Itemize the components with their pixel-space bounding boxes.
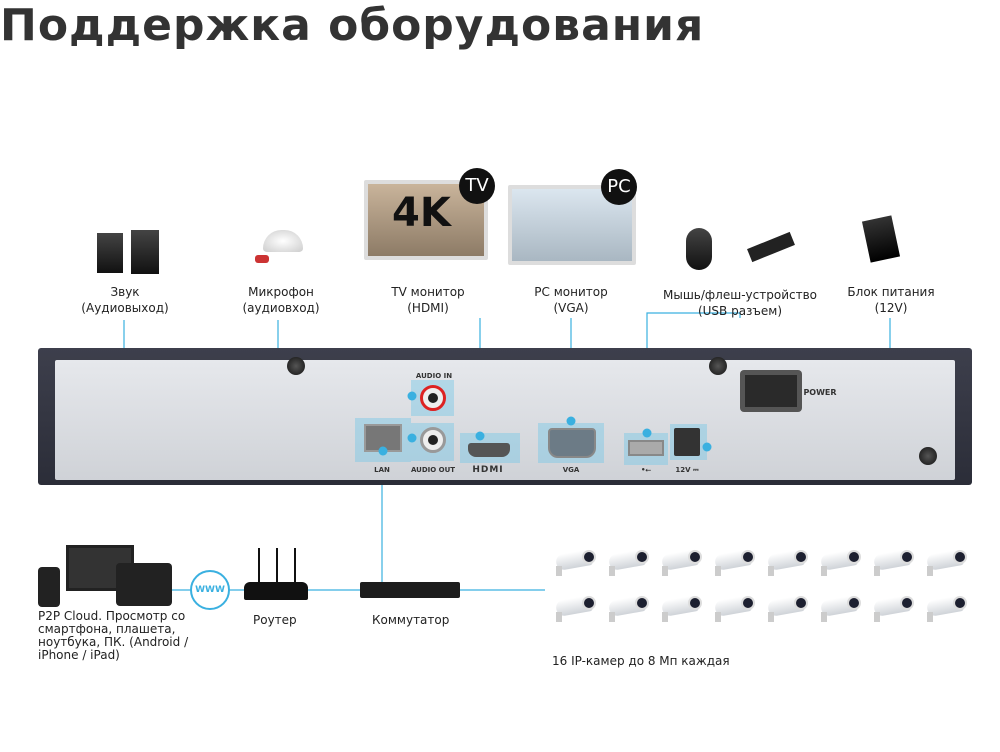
ip-camera-icon — [870, 548, 914, 576]
ip-camera-icon — [552, 548, 596, 576]
lan-label: LAN — [374, 466, 390, 474]
hdmi-label: HDMI — [472, 465, 504, 475]
tv-badge: TV — [459, 168, 495, 204]
pc-badge: PC — [601, 169, 637, 205]
ip-camera-icon — [658, 594, 702, 622]
speakers-image — [97, 230, 159, 275]
screw-icon — [287, 357, 305, 375]
switch-image — [360, 582, 460, 598]
power-supply-image — [861, 215, 916, 270]
switch-label: Коммутатор — [372, 613, 450, 627]
ip-camera-icon — [605, 548, 649, 576]
page-title: Поддержка оборудования — [0, 0, 705, 51]
power-in-label: 12V ⎓ — [675, 466, 699, 474]
audio-in-port — [420, 385, 446, 411]
cloud-label: P2P Cloud. Просмотр со смартфона, плашет… — [38, 609, 189, 662]
microphone-image — [255, 230, 305, 270]
audio-out-label: AUDIO OUT — [410, 466, 456, 474]
router-image — [244, 548, 308, 602]
client-devices-image — [36, 545, 172, 610]
label-microphone: Микрофон(аудиовход) — [242, 285, 320, 315]
mouse-flash-image — [686, 210, 796, 272]
label-tv-monitor: TV монитор(HDMI) — [391, 285, 465, 315]
tv-4k-label: 4K — [392, 190, 451, 236]
nvr-panel-face — [55, 360, 955, 480]
label-sound: Звук(Аудиовыход) — [81, 285, 169, 315]
power-switch[interactable] — [740, 370, 802, 412]
ip-camera-icon — [817, 548, 861, 576]
ip-camera-icon — [605, 594, 649, 622]
ip-camera-icon — [870, 594, 914, 622]
audio-in-label: AUDIO IN — [415, 372, 453, 380]
ip-camera-icon — [658, 548, 702, 576]
label-mouse-flash: Мышь/флеш-устройство(USB разъем) — [663, 288, 817, 318]
label-pc-monitor: PC монитор(VGA) — [534, 285, 608, 315]
ip-camera-icon — [711, 548, 755, 576]
usb-label: •⭠ — [640, 466, 652, 474]
power-in-port — [674, 428, 700, 456]
hdmi-port — [468, 443, 510, 457]
screw-icon — [709, 357, 727, 375]
ip-camera-icon — [711, 594, 755, 622]
ip-camera-icon — [923, 594, 967, 622]
ip-camera-icon — [923, 548, 967, 576]
ip-camera-icon — [764, 594, 808, 622]
ground-screw-icon — [919, 447, 937, 465]
router-label: Роутер — [253, 613, 297, 627]
ip-camera-icon — [817, 594, 861, 622]
audio-out-port — [420, 427, 446, 453]
vga-port — [548, 428, 596, 458]
ip-camera-icon — [764, 548, 808, 576]
usb-port — [628, 440, 664, 456]
cameras-label: 16 IP-камер до 8 Мп каждая — [552, 654, 730, 668]
label-power-supply: Блок питания(12V) — [847, 285, 935, 315]
power-label: POWER — [803, 388, 837, 397]
vga-label: VGA — [562, 466, 580, 474]
ip-camera-icon — [552, 594, 596, 622]
www-globe-icon: WWW — [190, 570, 230, 610]
